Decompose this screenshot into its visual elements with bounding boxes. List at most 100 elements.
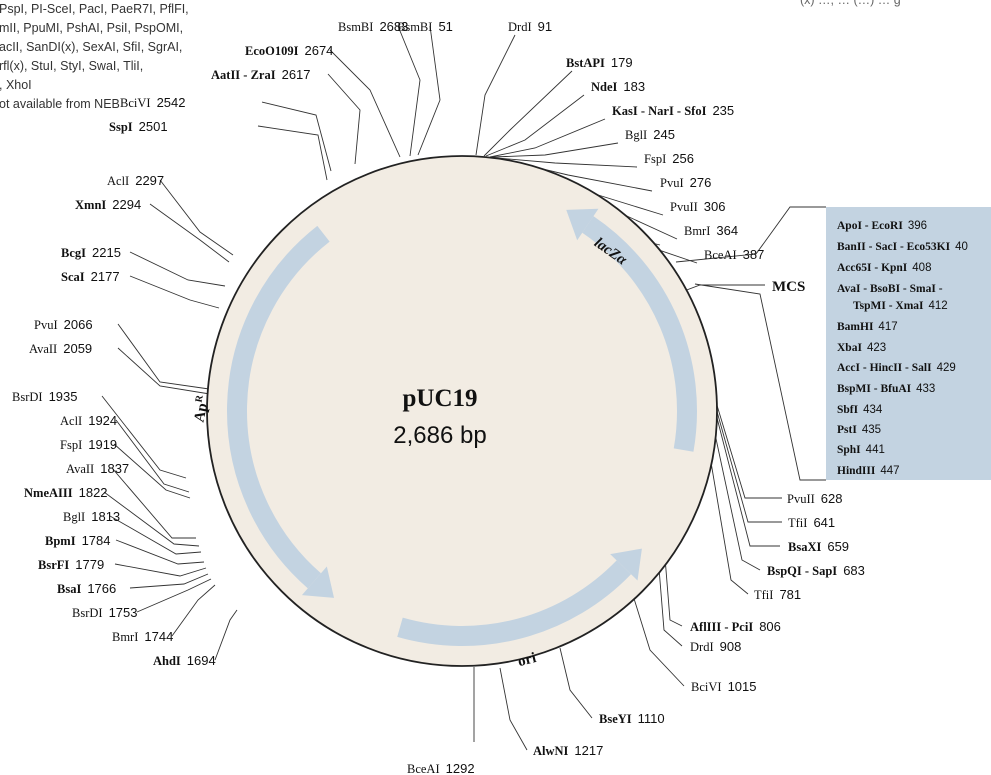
site-position: 1837: [100, 461, 129, 476]
site-position: 683: [843, 563, 865, 578]
site-name: AclI: [60, 414, 82, 428]
site-leader: [711, 419, 761, 571]
mcs-connector-top: [675, 206, 826, 263]
site-name: BsmBI: [338, 20, 373, 34]
site-name: BpmI: [45, 534, 76, 548]
lacz-arrow-head: [566, 208, 599, 241]
site-name: PvuI: [660, 176, 684, 190]
legend-line: acII, SanDI(x), SexAI, SfiI, SgrAI,: [0, 40, 183, 54]
site-name: FspI: [644, 152, 666, 166]
site-position: 1217: [574, 743, 603, 758]
site-name: MCS: [772, 279, 805, 295]
site-name: EcoO109I: [245, 44, 299, 58]
site-leader: [159, 179, 234, 256]
site-label: MCS: [772, 279, 805, 295]
site-name: BsaI: [57, 582, 81, 596]
site-position: 1292: [446, 761, 475, 775]
site-position: 2059: [63, 341, 92, 356]
plasmid-size: 2,686 bp: [393, 422, 486, 449]
site-name: BceAI: [407, 762, 440, 775]
site-leader: [715, 401, 782, 499]
ampr-arrow-head: [301, 566, 335, 598]
site-leader: [103, 491, 200, 547]
mcs-site-name: HindIII: [837, 465, 876, 477]
site-position: 306: [704, 199, 726, 214]
mcs-site-name: AvaI - BsoBI - SmaI -: [837, 283, 943, 295]
site-name: AlwNI: [533, 744, 569, 758]
site-position: 1813: [91, 509, 120, 524]
site-label: BseYI 1110: [599, 711, 665, 726]
site-name: PvuI: [34, 318, 58, 332]
site-name: AhdI: [153, 654, 181, 668]
site-label: BsmBI 2683: [338, 19, 408, 34]
site-position: 908: [720, 639, 742, 654]
site-position: 1779: [75, 557, 104, 572]
site-leader: [257, 125, 328, 181]
mcs-site-position: 396: [907, 220, 927, 232]
site-position: 2066: [64, 317, 93, 332]
site-position: 1766: [87, 581, 116, 596]
site-leader: [115, 539, 205, 565]
mcs-site-name: TspMI - XmaI: [853, 300, 924, 312]
site-leader: [705, 432, 749, 595]
mcs-site-position: 408: [912, 262, 932, 274]
mcs-panel: [826, 207, 991, 480]
site-name: BstAPI: [566, 56, 605, 70]
site-position: 1744: [144, 629, 173, 644]
site-label: BsaI 1766: [57, 581, 116, 596]
site-leader: [329, 49, 401, 158]
site-leader: [559, 647, 593, 719]
site-name: DrdI: [508, 20, 532, 34]
mcs-site-position: 435: [861, 424, 881, 436]
site-position: 641: [813, 515, 835, 530]
site-leader: [136, 578, 212, 613]
site-position: 245: [653, 127, 675, 142]
leader-lines: [101, 25, 826, 751]
site-position: 2683: [379, 19, 408, 34]
site-position: 51: [438, 19, 452, 34]
site-name: BciVI: [120, 96, 151, 110]
site-position: 1784: [82, 533, 111, 548]
mcs-site-position: 433: [916, 383, 936, 395]
mcs-site-name: BamHI: [837, 321, 874, 333]
site-leader: [397, 25, 421, 157]
site-label: BpmI 1784: [45, 533, 111, 548]
site-name: PvuII: [787, 492, 815, 506]
feature-label-ampr: ApR: [190, 393, 213, 423]
site-name: BsaXI: [788, 540, 821, 554]
plasmid-name: pUC19: [402, 385, 477, 412]
mcs-site-name: Acc65I - KpnI: [837, 262, 908, 274]
site-position: 1110: [638, 711, 665, 726]
site-position: 659: [827, 539, 849, 554]
site-name: BcgI: [61, 246, 86, 260]
top-right-note: (x) …, … (…) … g: [800, 0, 901, 7]
feature-label-ori: ori: [516, 650, 538, 670]
site-name: FspI: [60, 438, 82, 452]
site-position: 1015: [728, 679, 757, 694]
site-name: BseYI: [599, 712, 632, 726]
site-leader: [492, 142, 619, 158]
site-name: BmrI: [684, 224, 710, 238]
